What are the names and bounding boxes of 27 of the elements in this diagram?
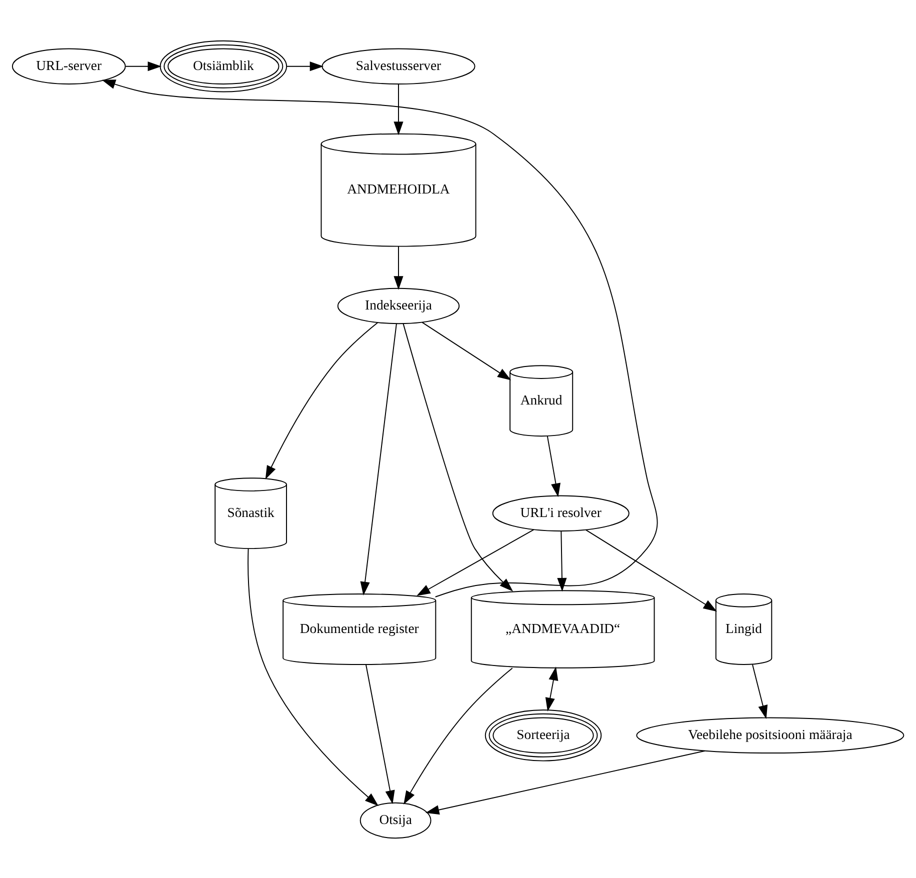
arrow (585, 528, 717, 612)
node-ellipse: Sorteerija (484, 708, 602, 761)
arrow (102, 79, 658, 597)
node-ellipse: Indekseerija (337, 287, 460, 324)
arrow (416, 528, 534, 596)
node-ellipse: URL-server (12, 48, 126, 84)
arrow (402, 322, 514, 591)
arrow (265, 322, 378, 479)
arrow (394, 245, 404, 290)
arrow (422, 321, 512, 380)
arrow (394, 83, 404, 135)
arrow (125, 61, 162, 71)
node-ellipse: Otsija (360, 802, 432, 838)
arrow (365, 664, 395, 804)
arrow (248, 548, 378, 806)
arrow (545, 666, 558, 711)
arrow (557, 530, 567, 592)
arrow (286, 61, 324, 71)
arrow (425, 750, 706, 814)
node-ellipse: Salvestusserver (322, 48, 476, 84)
arrow (360, 322, 397, 595)
arrow (752, 664, 768, 718)
node-ellipse: Veebilehe positsiooni määraja (636, 716, 904, 753)
arrow (546, 435, 560, 497)
node-ellipse: URL'i resolver (492, 494, 630, 531)
node-ellipse: Otsiämblik (160, 40, 288, 92)
arrow (404, 667, 513, 804)
